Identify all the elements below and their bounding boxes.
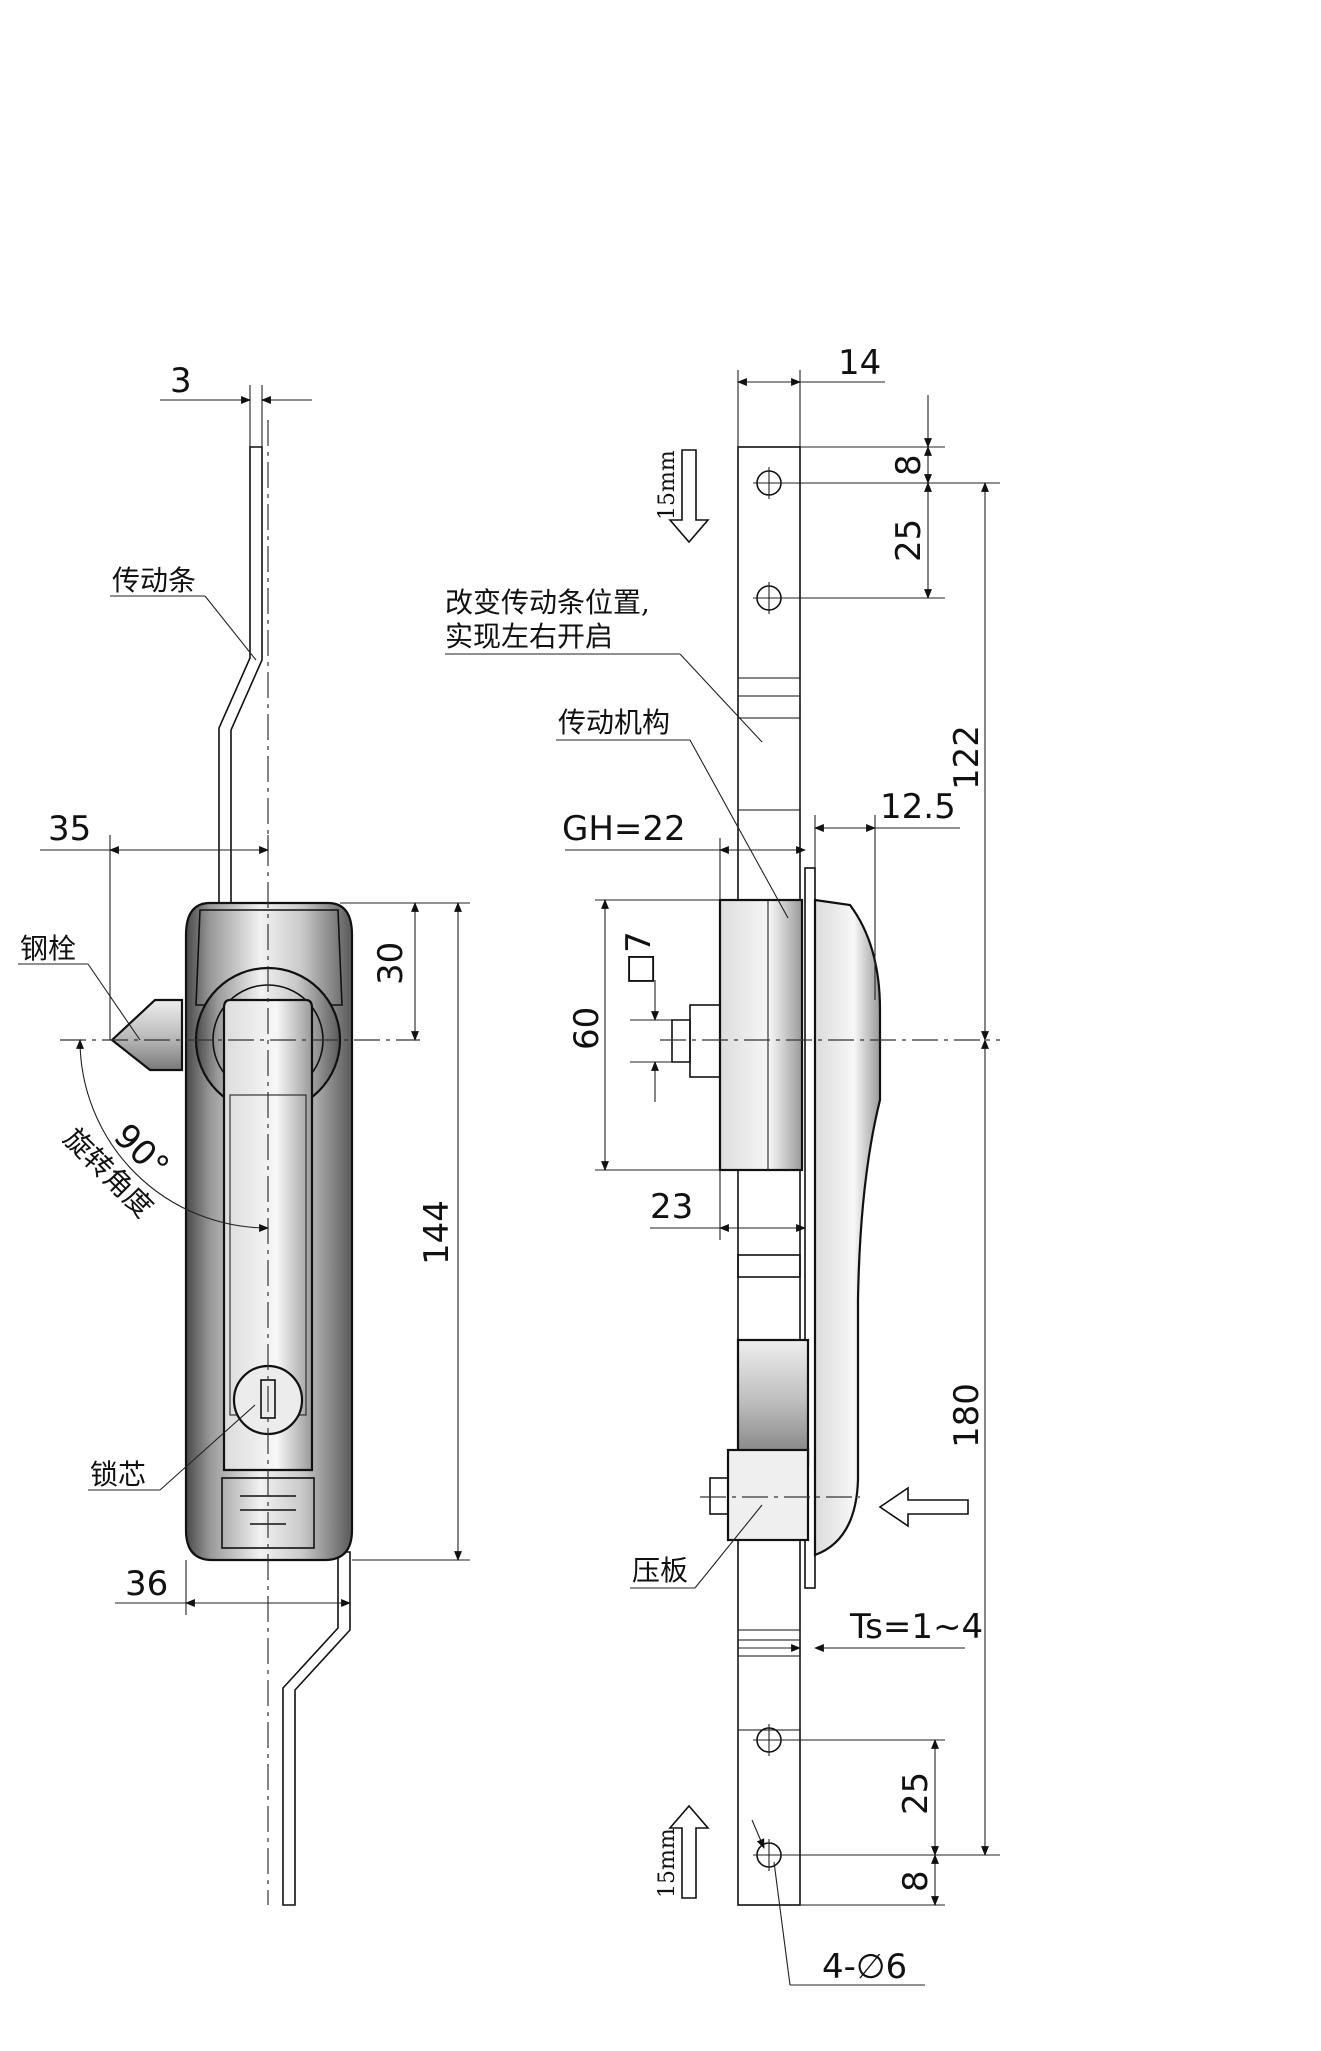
dim-8-top: 8 bbox=[889, 454, 929, 476]
travel-arrow-down bbox=[668, 449, 710, 544]
dim-12-5: 12.5 bbox=[880, 787, 956, 827]
label-pressure-plate: 压板 bbox=[632, 1554, 688, 1587]
drive-mechanism bbox=[718, 898, 804, 1172]
dim-8-bottom: 8 bbox=[896, 1870, 936, 1892]
push-arrow bbox=[878, 1486, 969, 1528]
dim-180: 180 bbox=[947, 1383, 987, 1448]
drive-bar-upper bbox=[218, 446, 263, 904]
dim-30: 30 bbox=[371, 942, 411, 985]
label-change-position-2: 实现左右开启 bbox=[445, 620, 613, 653]
square-shaft bbox=[689, 1004, 721, 1078]
dim-25-bottom: 25 bbox=[896, 1772, 936, 1815]
dim-144: 144 bbox=[417, 1200, 457, 1265]
dim-holes: 4-∅6 bbox=[822, 1947, 907, 1987]
dim-60: 60 bbox=[567, 1007, 607, 1050]
dim-122: 122 bbox=[947, 725, 987, 790]
travel-bottom: 15mm bbox=[655, 1828, 680, 1898]
label-drive-bar: 传动条 bbox=[112, 564, 196, 597]
rotation-arc bbox=[76, 1039, 269, 1232]
dim-gh: GH=22 bbox=[562, 809, 686, 849]
dim-3: 3 bbox=[170, 361, 192, 401]
dim-ts: Ts=1~4 bbox=[849, 1607, 983, 1647]
label-change-position-1: 改变传动条位置, bbox=[445, 586, 650, 619]
side-view: 15mm 15mm 14 8 25 122 180 12.5 bbox=[445, 343, 1000, 1987]
label-steel-bolt: 钢栓 bbox=[20, 932, 76, 965]
dim-36: 36 bbox=[125, 1564, 168, 1604]
handle-cap bbox=[195, 909, 343, 1006]
dim-25-top: 25 bbox=[889, 519, 929, 562]
drive-bar-lower bbox=[282, 1551, 351, 1906]
dim-sq7: □7 bbox=[619, 931, 659, 985]
dim-14: 14 bbox=[838, 343, 881, 383]
label-drive-mechanism: 传动机构 bbox=[558, 706, 670, 739]
pressure-plate bbox=[726, 1448, 810, 1542]
dim-35: 35 bbox=[48, 809, 91, 849]
front-view: 3 35 30 144 36 90° 旋转角度 传动条 钢栓 bbox=[18, 361, 470, 1906]
latch-block bbox=[736, 1338, 810, 1467]
travel-arrow-up bbox=[668, 1804, 710, 1899]
steel-bolt bbox=[110, 998, 184, 1072]
dim-23: 23 bbox=[650, 1187, 693, 1227]
travel-top: 15mm bbox=[655, 450, 680, 520]
lower-block bbox=[737, 1254, 801, 1278]
drive-strip bbox=[737, 446, 801, 1906]
handle-profile bbox=[813, 898, 882, 1557]
label-lock-cylinder: 锁芯 bbox=[90, 1458, 146, 1491]
